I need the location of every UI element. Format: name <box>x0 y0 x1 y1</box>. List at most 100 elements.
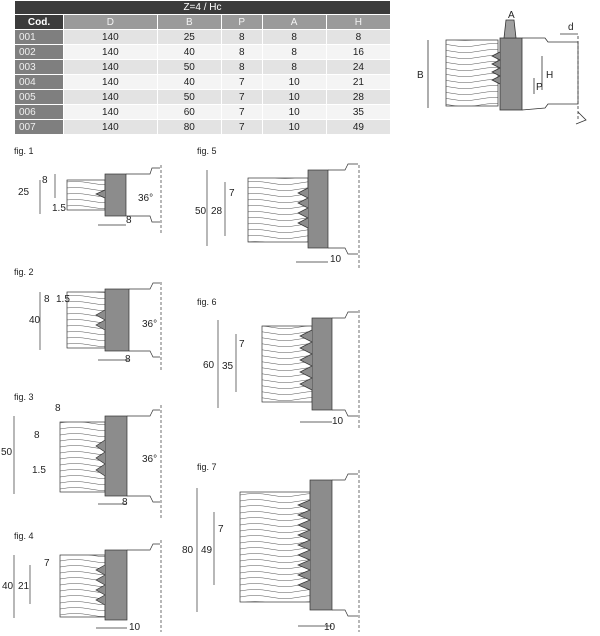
fig-7-a-value: 10 <box>324 622 336 633</box>
fig-1-b-value: 25 <box>18 187 30 198</box>
cell-b: 40 <box>156 44 222 60</box>
fig-6-b-value: 60 <box>203 360 215 371</box>
table-title: Z=4 / Hc <box>14 0 391 15</box>
fig-2-cutter <box>104 288 130 352</box>
fig-4-drawing <box>13 540 162 632</box>
overview-teeth <box>491 51 501 85</box>
fig-3-teeth <box>95 439 106 477</box>
fig-3-label: fig. 3 <box>14 392 34 402</box>
fig-4-h-value: 21 <box>18 581 30 592</box>
overview-rotation-arrow <box>575 111 587 125</box>
fig-6-h-value: 35 <box>222 361 234 372</box>
fig-5-a-value: 10 <box>330 254 342 265</box>
col-header-a: A <box>261 14 327 30</box>
fig-6-cutter <box>311 317 333 411</box>
fig-7-collar <box>332 473 358 617</box>
cell-a: 8 <box>261 59 327 75</box>
fig-3-b-value: 50 <box>1 447 13 458</box>
row-code: 005 <box>14 89 64 105</box>
fig-1-collar <box>126 167 160 223</box>
fig-2-teeth <box>95 309 106 331</box>
fig-1-drawing <box>39 165 162 235</box>
cell-h: 16 <box>325 44 392 60</box>
overview-label-p: P <box>536 82 543 93</box>
fig-4-a-value: 10 <box>129 622 141 633</box>
cell-a: 8 <box>261 29 327 45</box>
fig-7-b-value: 80 <box>182 545 194 556</box>
fig-5-teeth <box>297 187 309 229</box>
cell-h: 8 <box>325 29 392 45</box>
fig-1-angle-value: 36° <box>138 193 153 204</box>
cell-a: 10 <box>261 104 327 120</box>
fig-5-wood <box>247 177 309 243</box>
cell-p: 7 <box>220 89 263 105</box>
cell-p: 7 <box>220 119 263 135</box>
overview-cutter-body <box>499 37 523 111</box>
fig-1-label: fig. 1 <box>14 146 34 156</box>
fig-6-collar <box>332 311 358 417</box>
fig-4-p-value: 7 <box>44 558 50 569</box>
overview-label-b: B <box>417 70 424 81</box>
fig-6-p-value: 7 <box>239 339 245 350</box>
cell-d: 140 <box>63 59 158 75</box>
cell-d: 140 <box>63 119 158 135</box>
col-header-p: P <box>220 14 263 30</box>
cell-b: 50 <box>156 89 222 105</box>
fig-1-teeth <box>95 189 106 199</box>
overview-drawing <box>427 19 587 125</box>
fig-3-cutter <box>104 415 128 497</box>
row-code: 002 <box>14 44 64 60</box>
row-code: 007 <box>14 119 64 135</box>
fig-4-b-value: 40 <box>2 581 14 592</box>
fig-3-wood <box>59 421 106 493</box>
fig-5-label: fig. 5 <box>197 146 217 156</box>
cell-h: 28 <box>325 89 392 105</box>
fig-5-b-value: 50 <box>195 206 207 217</box>
fig-2-label: fig. 2 <box>14 267 34 277</box>
row-code: 004 <box>14 74 64 90</box>
cell-p: 8 <box>220 29 263 45</box>
fig-2-drawing <box>39 282 162 372</box>
fig-3-h-value: 1.5 <box>32 465 46 476</box>
fig-4-cutter <box>104 549 128 621</box>
col-header-code: Cod. <box>14 14 64 30</box>
fig-2-b-value: 40 <box>29 315 41 326</box>
overview-label-h: H <box>546 70 553 81</box>
fig-4-wood <box>59 554 106 618</box>
fig-2-angle-value: 36° <box>142 319 157 330</box>
fig-5-collar <box>328 163 358 255</box>
fig-2-a-value: 8 <box>125 354 131 365</box>
fig-1-p-value: 8 <box>42 175 48 186</box>
cell-p: 8 <box>220 44 263 60</box>
fig-3-collar <box>127 409 160 503</box>
fig-6-label: fig. 6 <box>197 297 217 307</box>
fig-5-drawing <box>206 163 360 270</box>
fig-6-teeth <box>299 329 313 391</box>
fig-1-a-value: 8 <box>126 215 132 226</box>
fig-7-h-value: 49 <box>201 545 213 556</box>
fig-6-a-value: 10 <box>332 416 344 427</box>
fig-5-h-value: 28 <box>211 206 223 217</box>
fig-2-p-value: 8 <box>44 294 50 305</box>
fig-5-cutter <box>307 169 329 249</box>
fig-6-drawing <box>217 310 360 430</box>
fig-3-p-value: 8 <box>34 430 40 441</box>
fig-2-h-value: 1.5 <box>56 294 70 305</box>
fig-7-cutter <box>309 479 333 611</box>
fig-4-teeth <box>95 564 106 606</box>
fig-2-wood <box>66 291 106 349</box>
fig-3-drawing <box>13 405 162 518</box>
cell-h: 49 <box>325 119 392 135</box>
fig-1-cutter <box>104 173 127 217</box>
fig-3-top-value: 8 <box>55 403 61 414</box>
fig-1-h-value: 1.5 <box>52 203 66 214</box>
fig-3-a-value: 8 <box>122 497 128 508</box>
row-code: 001 <box>14 29 64 45</box>
overview-wood <box>445 39 499 107</box>
fig-4-label: fig. 4 <box>14 531 34 541</box>
overview-label-d: d <box>568 22 574 33</box>
fig-3-angle-value: 36° <box>142 454 157 465</box>
fig-4-collar <box>127 543 160 551</box>
fig-7-teeth <box>297 499 311 591</box>
overview-label-a: A <box>508 10 515 21</box>
